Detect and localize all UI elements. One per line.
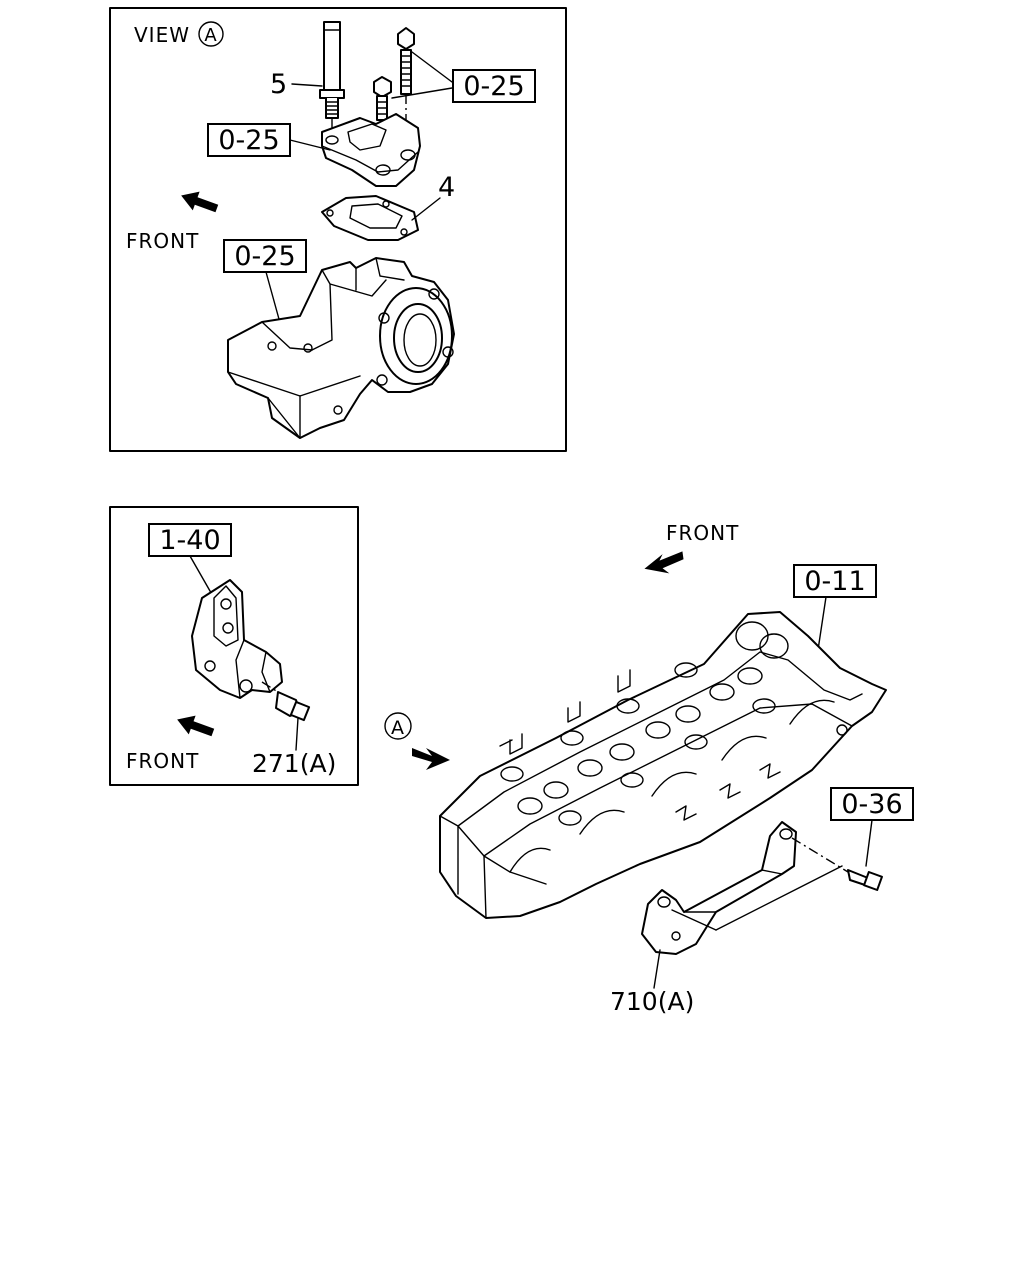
ref-box-lower [223,239,307,273]
view-marker-circle [384,712,412,740]
bolt-271 [261,681,311,722]
main-view: FRONT 0-11 A [384,521,914,1016]
leader-0-11 [817,596,827,651]
bracket-710 [641,821,849,955]
leader-271 [295,717,299,751]
bracket-panel: 1-40 271(A) FRONT [109,506,359,786]
view-a-title: VIEW [134,23,190,47]
front-arrow-bracket [177,715,215,737]
bolt-0-36 [847,869,883,891]
front-arrow-main [644,551,684,574]
leader-1-40 [189,555,215,599]
stud-bolt-part-5 [319,21,345,138]
front-label-view-a: FRONT [126,229,199,253]
small-bolts [373,27,415,162]
leader-part-4 [411,197,441,221]
ref-1-40: 1-40 [159,525,220,556]
ref-left: 0-25 [218,125,279,156]
view-marker-letter: A [391,717,405,739]
front-arrow-view-a [181,191,219,213]
view-a-frame [109,7,567,452]
ref-lower: 0-25 [234,241,295,272]
flange-cover [321,113,421,187]
view-a-panel: VIEW A 0-25 5 [109,7,567,452]
label-271: 271(A) [252,749,336,778]
cylinder-head [439,611,887,919]
view-a-circle [198,21,224,47]
leader-0-36 [865,819,873,867]
ref-box-0-36 [830,787,914,821]
ref-box-left [207,123,291,157]
label-part-5: 5 [270,69,287,100]
view-a-circle-letter: A [204,25,217,46]
view-a-arrow [412,748,450,770]
ref-top-right: 0-25 [463,71,524,102]
label-part-4: 4 [438,172,455,203]
turbo-housing [227,257,455,439]
ref-box-1-40 [148,523,232,557]
ref-0-36: 0-36 [841,789,902,820]
ref-0-11: 0-11 [804,566,865,597]
label-710: 710(A) [610,987,694,1016]
leader-ref-left [289,139,331,151]
ref-box-0-11 [793,564,877,598]
gasket-part-4 [321,195,419,241]
front-label-main: FRONT [666,521,739,545]
leader-0-25-top-b [391,87,453,99]
bracket-frame [109,506,359,786]
ref-box-top-right [452,69,536,103]
leader-710 [653,949,661,989]
leader-part-5 [291,83,323,87]
front-label-bracket: FRONT [126,749,199,773]
bracket-1-40 [191,579,283,699]
leader-0-25-top-a [411,51,453,83]
